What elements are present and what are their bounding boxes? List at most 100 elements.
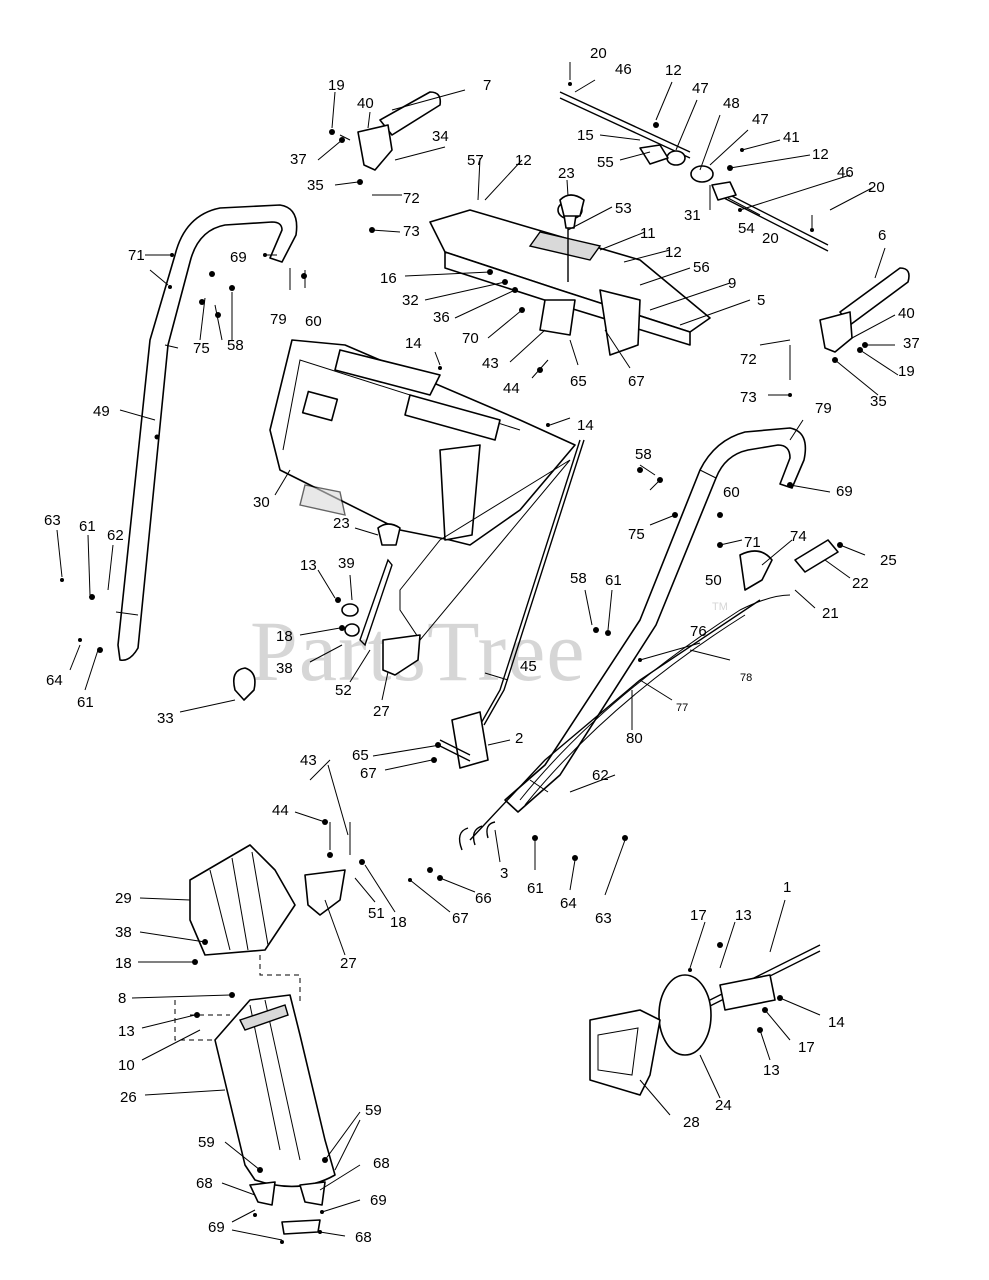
callout-12: 12 bbox=[665, 62, 682, 79]
callout-68c: 68 bbox=[355, 1229, 372, 1246]
callout-16: 16 bbox=[380, 270, 397, 287]
callout-30: 30 bbox=[253, 494, 270, 511]
callout-14: 14 bbox=[405, 335, 422, 352]
callout-8: 8 bbox=[118, 990, 126, 1007]
callout-3: 3 bbox=[500, 865, 508, 882]
callout-54: 54 bbox=[738, 220, 755, 237]
callout-19b: 19 bbox=[898, 363, 915, 380]
callout-33: 33 bbox=[157, 710, 174, 727]
callout-73: 73 bbox=[403, 223, 420, 240]
callout-70: 70 bbox=[462, 330, 479, 347]
callout-20: 20 bbox=[590, 45, 607, 62]
upper-crank-rod-illustration bbox=[559, 91, 829, 252]
callout-78: 78 bbox=[740, 672, 752, 684]
callout-64b: 64 bbox=[560, 895, 577, 912]
shift-rod-illustration bbox=[469, 599, 761, 841]
callout-60: 60 bbox=[305, 313, 322, 330]
chute-deflector-illustration bbox=[189, 844, 296, 956]
callout-63b: 63 bbox=[595, 910, 612, 927]
callout-69d: 69 bbox=[208, 1219, 225, 1236]
callout-74: 74 bbox=[790, 528, 807, 545]
callout-57: 57 bbox=[467, 152, 484, 169]
callout-68: 68 bbox=[373, 1155, 390, 1172]
callout-24: 24 bbox=[715, 1097, 732, 1114]
callout-75: 75 bbox=[193, 340, 210, 357]
callout-63: 63 bbox=[44, 512, 61, 529]
callout-13c: 13 bbox=[118, 1023, 135, 1040]
callout-13: 13 bbox=[300, 557, 317, 574]
callout-62b: 62 bbox=[592, 767, 609, 784]
callout-64: 64 bbox=[46, 672, 63, 689]
left-handle-illustration bbox=[115, 204, 298, 662]
callout-48: 48 bbox=[723, 95, 740, 112]
callout-37b: 37 bbox=[903, 335, 920, 352]
control-cable-illustration bbox=[519, 594, 791, 801]
control-panel-illustration bbox=[429, 200, 711, 356]
callout-5: 5 bbox=[757, 292, 765, 309]
callout-31: 31 bbox=[684, 207, 701, 224]
callout-17b: 17 bbox=[798, 1039, 815, 1056]
callout-49: 49 bbox=[93, 403, 110, 420]
callout-65: 65 bbox=[570, 373, 587, 390]
hardware-markers bbox=[60, 82, 868, 1244]
callout-44: 44 bbox=[503, 380, 520, 397]
callout-58: 58 bbox=[227, 337, 244, 354]
callout-9: 9 bbox=[728, 275, 736, 292]
callout-53: 53 bbox=[615, 200, 632, 217]
callout-58c: 58 bbox=[570, 570, 587, 587]
callout-79: 79 bbox=[270, 311, 287, 328]
callout-1: 1 bbox=[783, 879, 791, 896]
callout-19: 19 bbox=[328, 77, 345, 94]
callout-52: 52 bbox=[335, 682, 352, 699]
callout-18: 18 bbox=[276, 628, 293, 645]
watermark-trademark: TM bbox=[712, 601, 728, 613]
callout-23b: 23 bbox=[333, 515, 350, 532]
pinion-bracket-illustration bbox=[439, 711, 489, 769]
deflector-bracket-illustration bbox=[304, 869, 346, 916]
callout-58b: 58 bbox=[635, 446, 652, 463]
callout-61b: 61 bbox=[605, 572, 622, 589]
callout-17: 17 bbox=[690, 907, 707, 924]
callout-65b: 65 bbox=[352, 747, 369, 764]
callout-46b: 46 bbox=[837, 164, 854, 181]
callout-71b: 71 bbox=[744, 534, 761, 551]
callout-66: 66 bbox=[475, 890, 492, 907]
right-grip-illustration bbox=[839, 267, 910, 326]
callout-12b: 12 bbox=[812, 146, 829, 163]
headlight-illustration bbox=[589, 944, 821, 1096]
callout-67b: 67 bbox=[360, 765, 377, 782]
callout-39: 39 bbox=[338, 555, 355, 572]
callout-75b: 75 bbox=[628, 526, 645, 543]
callout-50: 50 bbox=[705, 572, 722, 589]
callout-25: 25 bbox=[880, 552, 897, 569]
callout-27b: 27 bbox=[340, 955, 357, 972]
callout-13d: 13 bbox=[763, 1062, 780, 1079]
callout-18c: 18 bbox=[115, 955, 132, 972]
callout-44b: 44 bbox=[272, 802, 289, 819]
callout-13b: 13 bbox=[735, 907, 752, 924]
callout-43: 43 bbox=[482, 355, 499, 372]
callout-43b: 43 bbox=[300, 752, 317, 769]
callout-69: 69 bbox=[230, 249, 247, 266]
callout-40b: 40 bbox=[898, 305, 915, 322]
callout-56: 56 bbox=[693, 259, 710, 276]
callout-34: 34 bbox=[432, 128, 449, 145]
callout-11: 11 bbox=[640, 225, 656, 242]
callout-14b: 14 bbox=[577, 417, 594, 434]
callout-26: 26 bbox=[120, 1089, 137, 1106]
callout-2: 2 bbox=[515, 730, 523, 747]
callout-7: 7 bbox=[483, 77, 491, 94]
chute-crank-rod-illustration bbox=[479, 439, 581, 726]
callout-62: 62 bbox=[107, 527, 124, 544]
callout-79b: 79 bbox=[815, 400, 832, 417]
callout-77: 77 bbox=[676, 702, 688, 714]
clip-illustration bbox=[232, 667, 256, 701]
callout-51: 51 bbox=[368, 905, 385, 922]
left-grip-illustration bbox=[379, 91, 442, 136]
callout-72b: 72 bbox=[740, 351, 757, 368]
auger-housing-cover-illustration bbox=[269, 339, 576, 546]
discharge-chute-illustration bbox=[214, 994, 336, 1235]
callout-10: 10 bbox=[118, 1057, 135, 1074]
callout-47: 47 bbox=[692, 80, 709, 97]
